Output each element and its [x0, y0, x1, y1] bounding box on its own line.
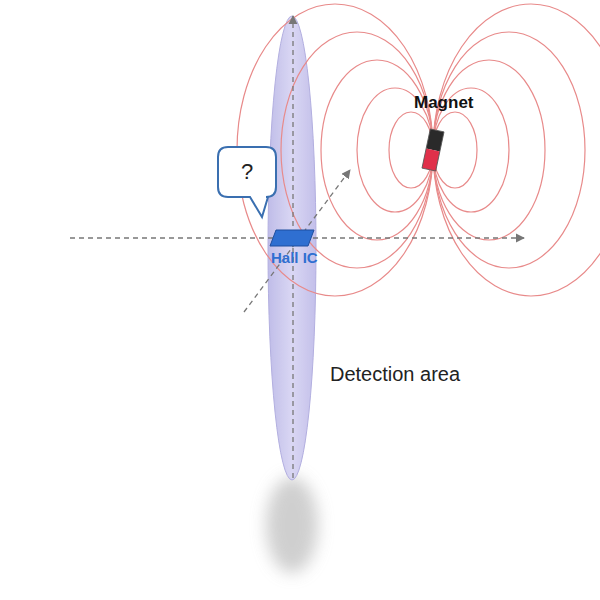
magnet-label: Magnet: [414, 93, 474, 113]
part-label: Hall IC: [271, 249, 318, 266]
area-label: Detection area: [330, 363, 460, 386]
speech-bubble: ?: [218, 147, 276, 197]
magnet-symbol: [422, 129, 444, 171]
detection-plane: [268, 16, 316, 480]
field-lines: [237, 4, 600, 296]
hall-ic-chip: [270, 230, 314, 246]
axes: [70, 16, 524, 478]
shadow: [266, 477, 318, 573]
bubble-text: ?: [241, 159, 253, 185]
